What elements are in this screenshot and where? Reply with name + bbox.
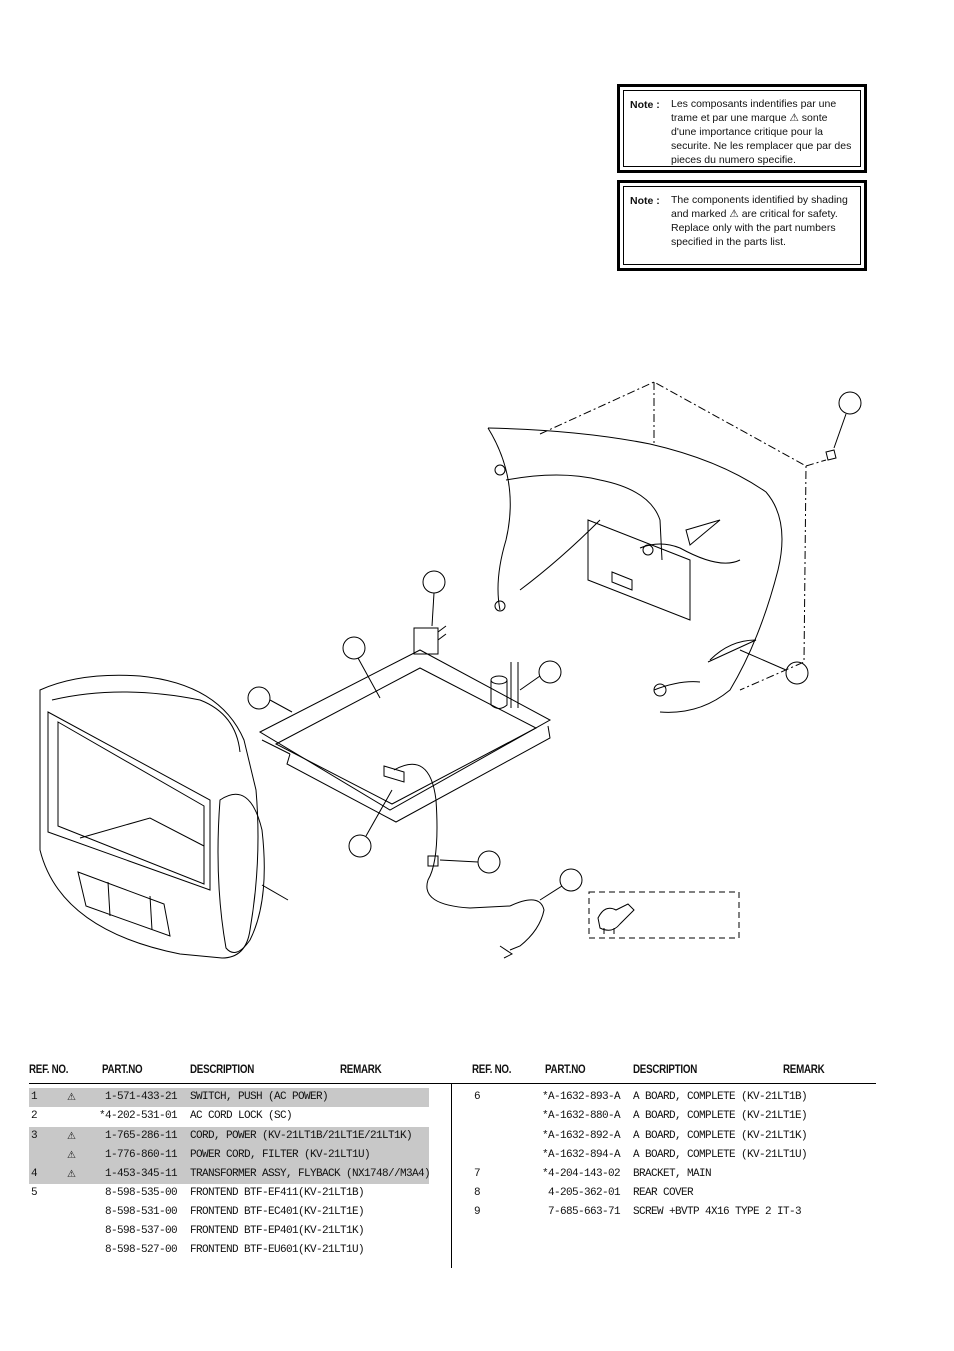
header-remark: REMARK: [340, 1064, 382, 1076]
table-row: 4 ⚠ 1-453-345-11 TRANSFORMER ASSY, FLYBA…: [29, 1165, 431, 1184]
screw-part: [825, 449, 837, 461]
part-no: *4-202-531-01: [99, 1110, 178, 1122]
table-row: 3 ⚠ 1-765-286-11 CORD, POWER (KV-21LT1B/…: [29, 1127, 429, 1146]
description: REAR COVER: [633, 1187, 694, 1199]
warning-icon: ⚠: [67, 1092, 76, 1103]
part-no: 8-598-531-00: [105, 1206, 178, 1218]
table-row: 9 7-685-663-71 SCREW +BVTP 4X16 TYPE 2 I…: [472, 1203, 872, 1222]
part-no: 1-453-345-11: [105, 1168, 178, 1180]
ref-no: 4: [31, 1168, 38, 1180]
part-no: 7-685-663-71: [548, 1206, 621, 1218]
description: A BOARD, COMPLETE (KV-21LT1K): [633, 1130, 808, 1142]
ref-no: 1: [31, 1091, 38, 1103]
description: A BOARD, COMPLETE (KV-21LT1U): [633, 1149, 808, 1161]
part-no: 1-776-860-11: [105, 1149, 178, 1161]
table-row: 1 ⚠ 1-571-433-21 SWITCH, PUSH (AC POWER): [29, 1088, 429, 1107]
header-ref-no: REF. NO.: [29, 1064, 69, 1076]
header-ref-no: REF. NO.: [472, 1064, 512, 1076]
table-row: 5 8-598-535-00 FRONTEND BTF-EF411(KV-21L…: [29, 1184, 429, 1203]
ref-no: 8: [474, 1187, 481, 1199]
description: FRONTEND BTF-EF411(KV-21LT1B): [190, 1187, 365, 1199]
header-description: DESCRIPTION: [190, 1064, 255, 1076]
table-row: 8-598-537-00 FRONTEND BTF-EP401(KV-21LT1…: [29, 1222, 429, 1241]
note-text: Les composants indentifies par une trame…: [671, 98, 852, 166]
description: CORD, POWER (KV-21LT1B/21LT1E/21LT1K): [190, 1130, 413, 1142]
table-column-divider: [451, 1083, 452, 1268]
ref-no: 5: [31, 1187, 38, 1199]
description: FRONTEND BTF-EC401(KV-21LT1E): [190, 1206, 365, 1218]
table-row: *A-1632-880-A A BOARD, COMPLETE (KV-21LT…: [472, 1107, 872, 1126]
description: A BOARD, COMPLETE (KV-21LT1B): [633, 1091, 808, 1103]
part-no: *4-204-143-02: [542, 1168, 621, 1180]
table-header-rule: [29, 1083, 876, 1084]
note-label: Note :: [630, 99, 660, 111]
ref-no: 6: [474, 1091, 481, 1103]
description: TRANSFORMER ASSY, FLYBACK (NX1748//M3A4): [190, 1168, 431, 1180]
table-row: 2 *4-202-531-01 AC CORD LOCK (SC): [29, 1107, 429, 1126]
part-no: 1-571-433-21: [105, 1091, 178, 1103]
description: AC CORD LOCK (SC): [190, 1110, 293, 1122]
header-part-no: PART.NO: [102, 1064, 143, 1076]
warning-icon: ⚠: [67, 1131, 76, 1142]
header-part-no: PART.NO: [545, 1064, 586, 1076]
note-french: Note : Les composants indentifies par un…: [617, 84, 867, 173]
description: FRONTEND BTF-EP401(KV-21LT1K): [190, 1225, 365, 1237]
part-no: *A-1632-880-A: [542, 1110, 621, 1122]
part-no: 1-765-286-11: [105, 1130, 178, 1142]
callouts: [247, 391, 862, 901]
table-row: 8-598-531-00 FRONTEND BTF-EC401(KV-21LT1…: [29, 1203, 429, 1222]
part-no: 8-598-537-00: [105, 1225, 178, 1237]
warning-icon: ⚠: [67, 1150, 76, 1161]
note-english: Note : The components identified by shad…: [617, 180, 867, 271]
exploded-view-diagram: [39, 381, 862, 959]
ref-no: 9: [474, 1206, 481, 1218]
description: SWITCH, PUSH (AC POWER): [190, 1091, 329, 1103]
main-board: [258, 625, 552, 959]
table-row: *A-1632-894-A A BOARD, COMPLETE (KV-21LT…: [472, 1146, 872, 1165]
part-no: 4-205-362-01: [548, 1187, 621, 1199]
part-no: 8-598-535-00: [105, 1187, 178, 1199]
front-cabinet: [39, 674, 289, 959]
part-no: *A-1632-893-A: [542, 1091, 621, 1103]
plug-pin: [603, 928, 615, 934]
ref-no: 7: [474, 1168, 481, 1180]
table-row: ⚠ 1-776-860-11 POWER CORD, FILTER (KV-21…: [29, 1146, 429, 1165]
table-row: 6 *A-1632-893-A A BOARD, COMPLETE (KV-21…: [472, 1088, 872, 1107]
table-row: 8-598-527-00 FRONTEND BTF-EU601(KV-21LT1…: [29, 1241, 429, 1260]
part-no: *A-1632-894-A: [542, 1149, 621, 1161]
table-row: 7 *4-204-143-02 BRACKET, MAIN: [472, 1165, 872, 1184]
rear-cover: [487, 427, 783, 713]
part-no: 8-598-527-00: [105, 1244, 178, 1256]
description: A BOARD, COMPLETE (KV-21LT1E): [633, 1110, 808, 1122]
ref-no: 3: [31, 1130, 38, 1142]
description: SCREW +BVTP 4X16 TYPE 2 IT-3: [633, 1206, 802, 1218]
table-row: 8 4-205-362-01 REAR COVER: [472, 1184, 872, 1203]
ref-no: 2: [31, 1110, 38, 1122]
note-text: The components identified by shading and…: [671, 194, 848, 248]
description: POWER CORD, FILTER (KV-21LT1U): [190, 1149, 371, 1161]
warning-icon: ⚠: [67, 1169, 76, 1180]
description: FRONTEND BTF-EU601(KV-21LT1U): [190, 1244, 365, 1256]
note-label: Note :: [630, 195, 660, 207]
description: BRACKET, MAIN: [633, 1168, 712, 1180]
header-remark: REMARK: [783, 1064, 825, 1076]
part-no: *A-1632-892-A: [542, 1130, 621, 1142]
guide-lines: [539, 381, 827, 691]
table-row: *A-1632-892-A A BOARD, COMPLETE (KV-21LT…: [472, 1127, 872, 1146]
optional-plug-box: [588, 891, 740, 939]
header-description: DESCRIPTION: [633, 1064, 698, 1076]
plug-uk: [597, 903, 635, 931]
